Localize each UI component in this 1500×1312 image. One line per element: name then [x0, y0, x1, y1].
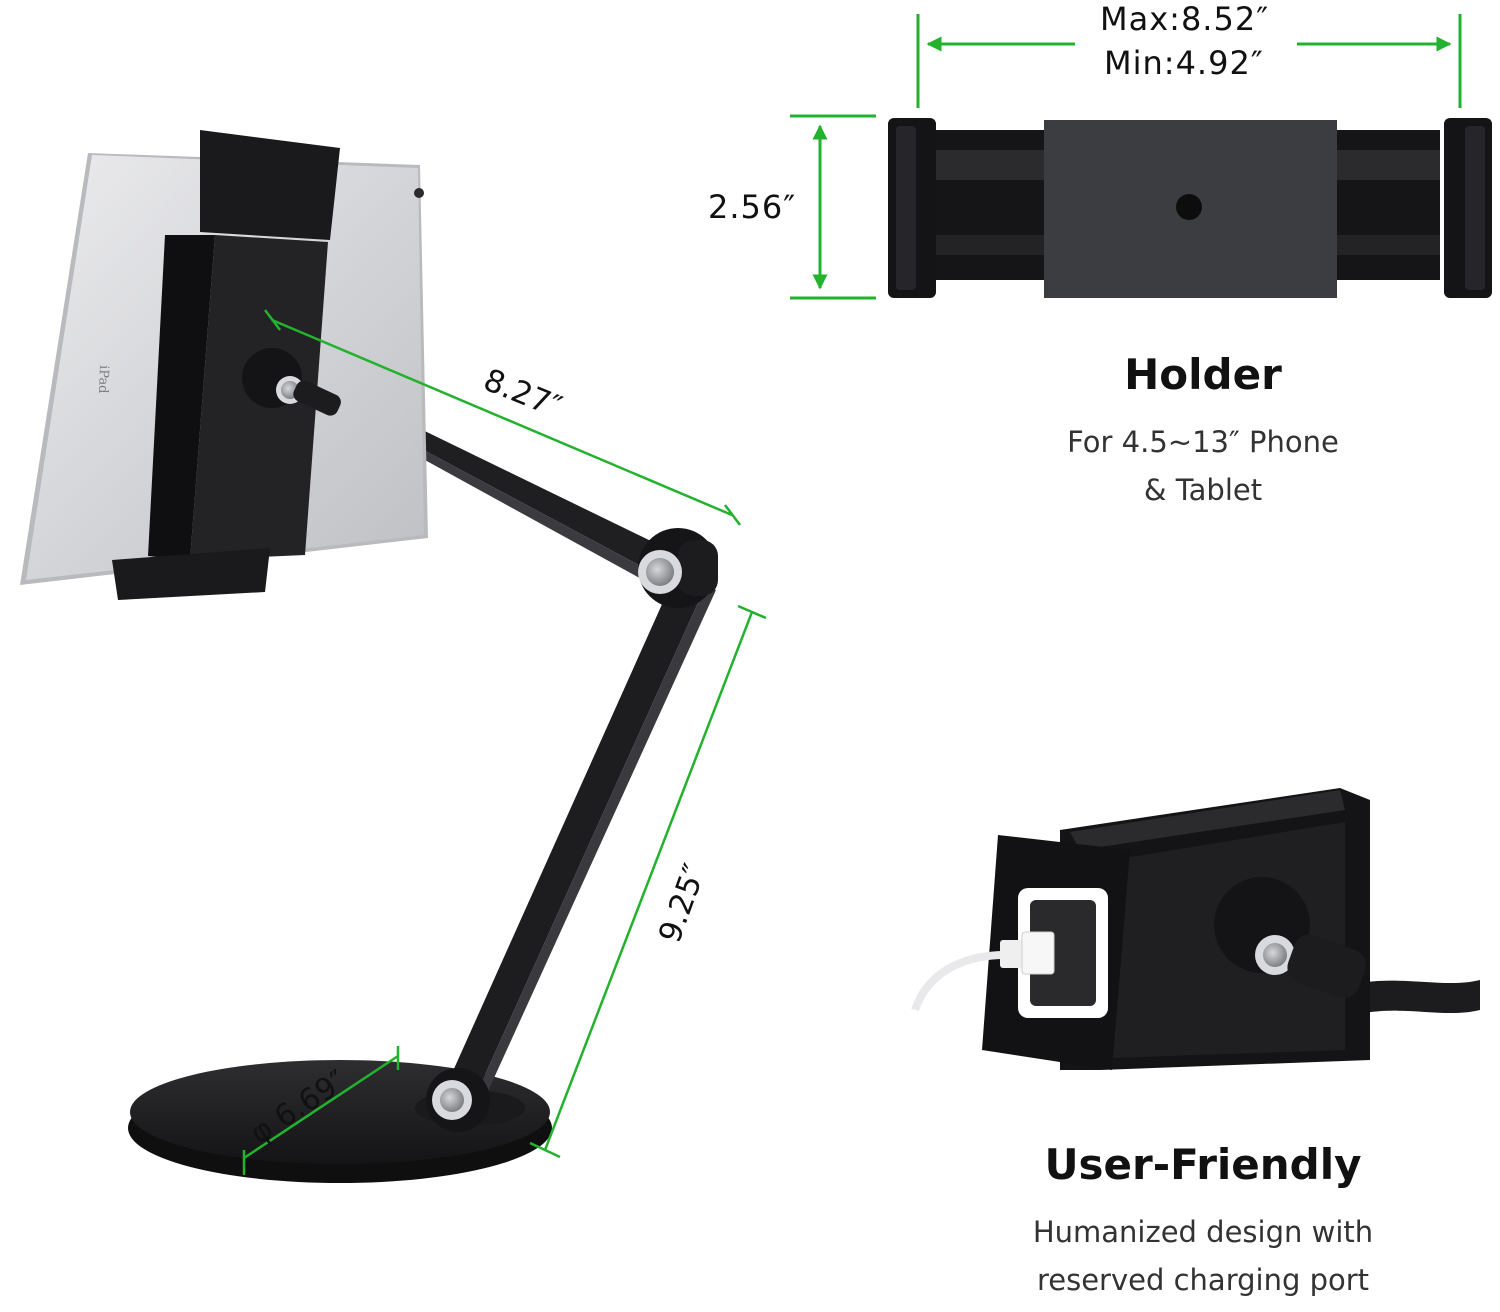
user-friendly-description-line2: reserved charging port	[1036, 1263, 1370, 1297]
lower-arm	[440, 573, 706, 1108]
max-width-label: Max:8.52″	[1100, 0, 1270, 38]
lower-arm-dimension-line	[543, 611, 754, 1151]
user-friendly-title: User-Friendly	[1044, 1140, 1362, 1189]
usb-cable-icon	[911, 951, 1006, 1012]
holder-description-line1: For 4.5~13″ Phone	[1067, 425, 1339, 459]
arm-collar	[293, 380, 341, 416]
screw-icon	[440, 1088, 464, 1112]
camera-icon	[414, 188, 424, 198]
tablet-stand-illustration: iPad	[20, 130, 718, 1183]
holder-description-line2: & Tablet	[1143, 473, 1263, 507]
closeup-arm-collar	[1287, 934, 1366, 999]
holder-dimension-lines	[790, 14, 1462, 300]
holder-clamp-illustration	[888, 118, 1492, 298]
user-friendly-description-line1: Humanized design with	[1032, 1215, 1374, 1249]
holder-bottom-clamp	[112, 548, 270, 600]
screw-icon	[1263, 943, 1287, 967]
holder-closeup-illustration	[911, 788, 1480, 1070]
tablet-brand-logo: iPad	[95, 365, 111, 394]
usb-plug-icon	[1021, 931, 1055, 975]
holder-top-clamp	[200, 130, 340, 240]
mount-hole-icon	[1176, 194, 1202, 220]
holder-title: Holder	[1124, 350, 1282, 399]
base-dimension-line	[243, 1054, 399, 1160]
holder-height-label: 2.56″	[708, 188, 797, 226]
screw-icon	[646, 558, 674, 586]
upper-arm-dimension-line	[271, 318, 733, 517]
dimension-lines	[242, 309, 767, 1175]
min-width-label: Min:4.92″	[1104, 44, 1264, 82]
